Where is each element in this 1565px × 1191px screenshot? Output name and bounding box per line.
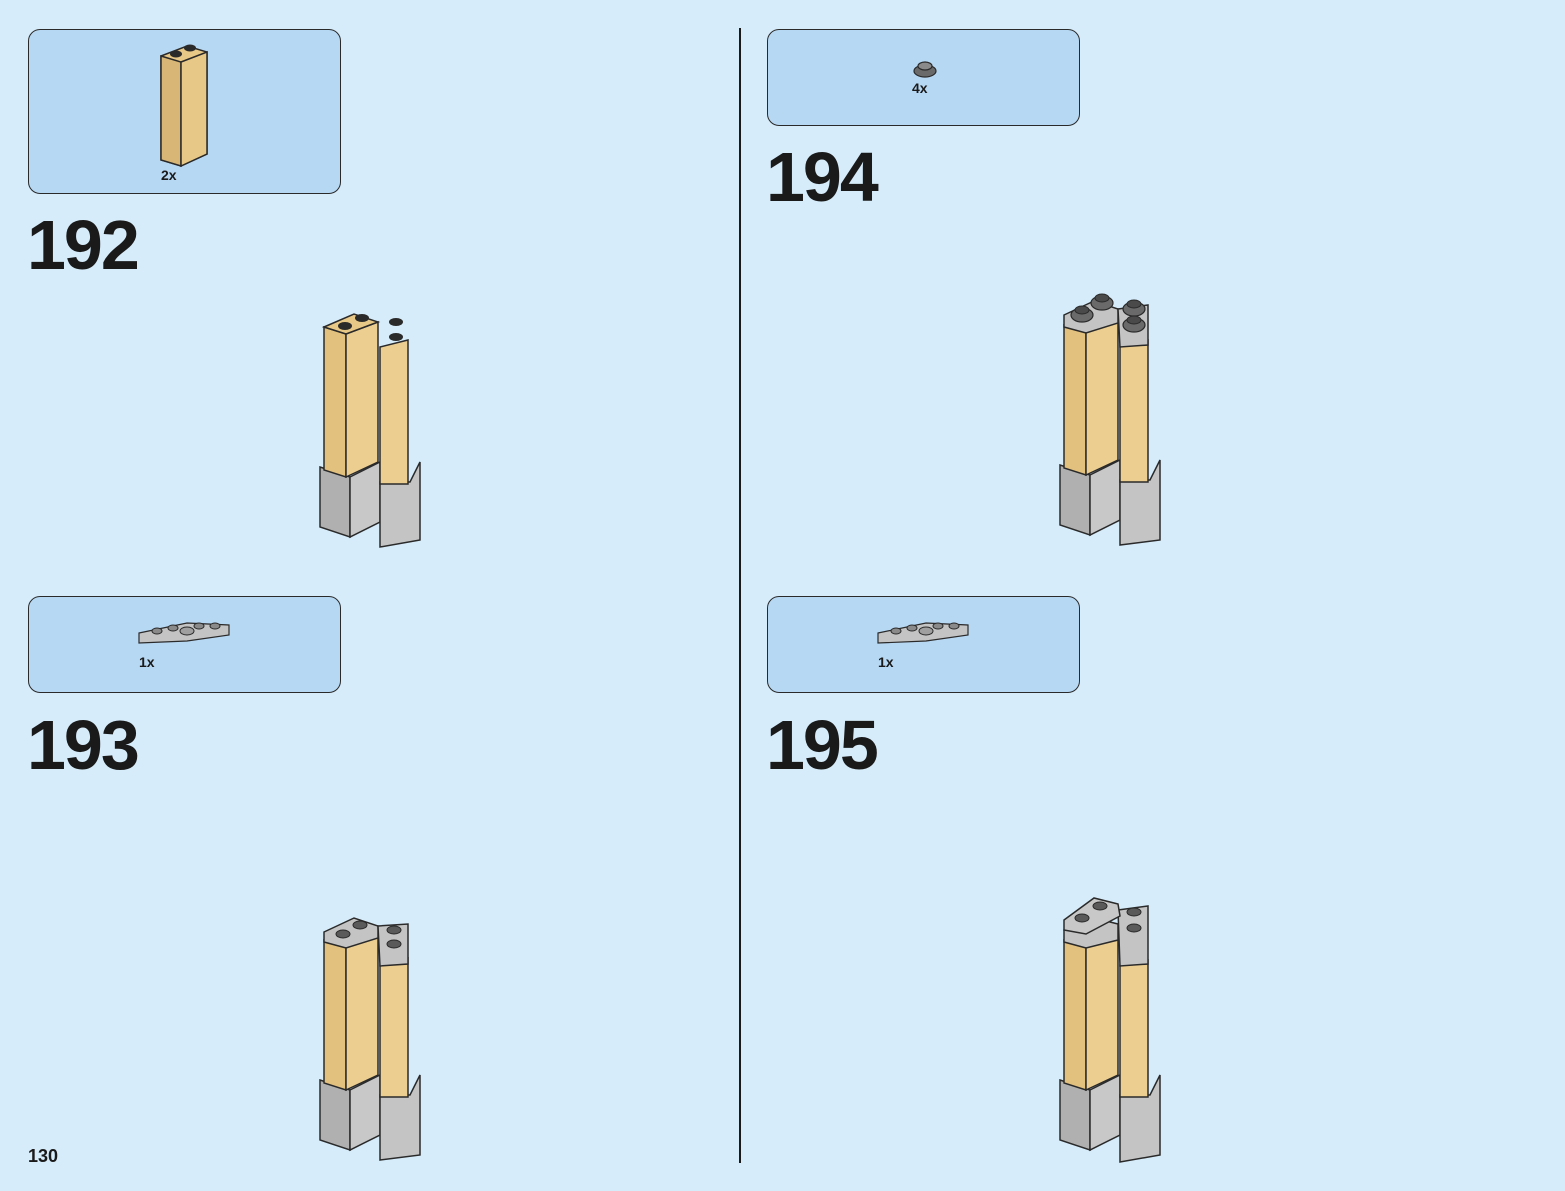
step-194-assembly bbox=[1059, 293, 1161, 546]
gray-hinge-plate-icon bbox=[138, 622, 230, 644]
part-quantity: 1x bbox=[878, 654, 894, 670]
tan-1x1x3-brick-icon bbox=[160, 44, 208, 168]
part-quantity: 2x bbox=[161, 167, 177, 183]
parts-callout-192: 2x bbox=[28, 29, 341, 194]
step-number-195: 195 bbox=[766, 706, 879, 784]
step-195-assembly bbox=[1059, 897, 1161, 1163]
parts-callout-194: 4x bbox=[767, 29, 1080, 126]
step-number-192: 192 bbox=[27, 206, 140, 284]
page-number: 130 bbox=[28, 1146, 59, 1166]
step-193-assembly bbox=[319, 917, 421, 1161]
dark-gray-round-plate-icon bbox=[913, 61, 937, 78]
step-192-assembly bbox=[319, 313, 421, 548]
gray-hinge-plate-icon bbox=[877, 622, 969, 644]
parts-callout-195: 1x bbox=[767, 596, 1080, 693]
step-number-193: 193 bbox=[27, 706, 140, 784]
part-quantity: 1x bbox=[139, 654, 155, 670]
step-number-194: 194 bbox=[766, 138, 879, 216]
page-divider bbox=[739, 28, 741, 1163]
part-quantity: 4x bbox=[912, 80, 928, 96]
parts-callout-193: 1x bbox=[28, 596, 341, 693]
